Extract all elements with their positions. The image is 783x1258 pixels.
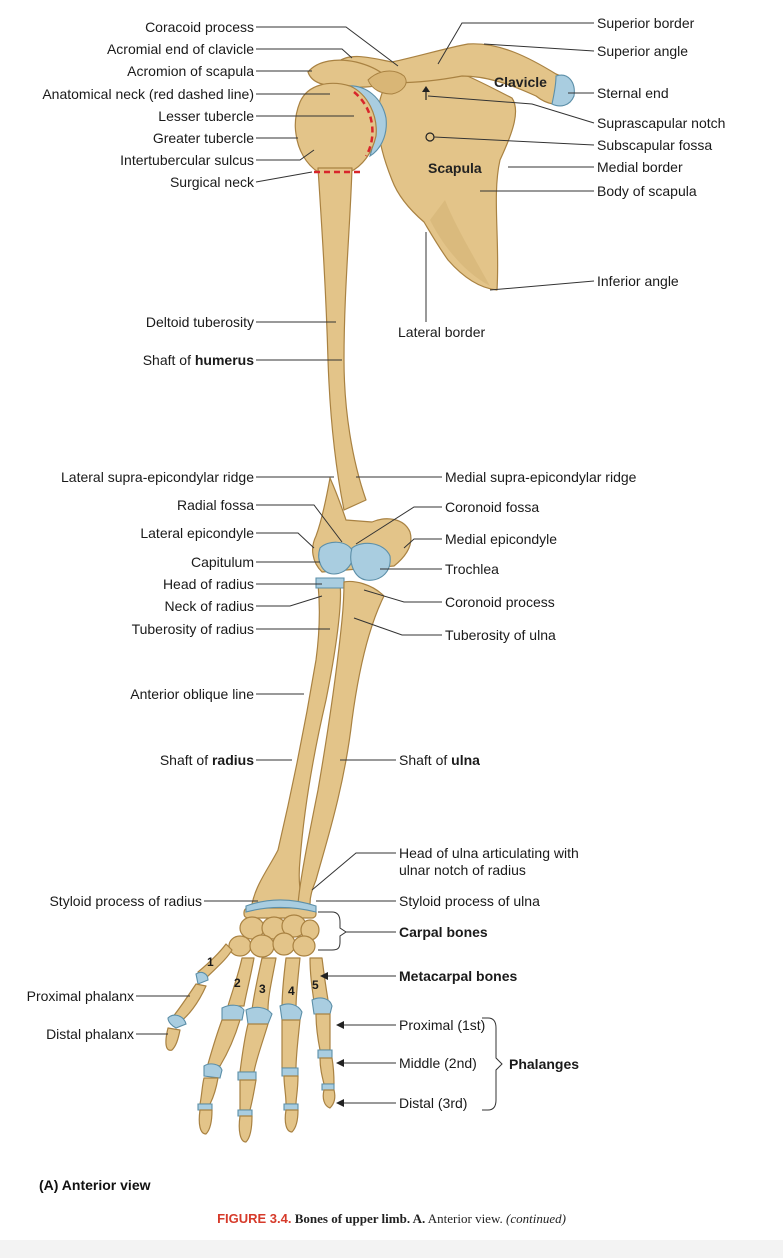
label-suprascapular-notch: Suprascapular notch [597,115,725,131]
label-head-radius: Head of radius [163,576,254,592]
digit-number-2: 2 [234,976,241,990]
label-body-scapula: Body of scapula [597,183,697,199]
label-lateral-supra-epicondylar: Lateral supra-epicondylar ridge [61,469,254,485]
label-greater-tubercle: Greater tubercle [153,130,254,146]
label-coronoid-fossa: Coronoid fossa [445,499,539,515]
caption-figure-number: FIGURE 3.4. [217,1211,292,1226]
label-surgical-neck: Surgical neck [170,174,255,190]
suprascapular-arrowhead [422,86,430,92]
label-phalanx-distal: Distal (3rd) [399,1095,467,1111]
carpal-group [228,899,320,958]
scapula-bone [377,62,517,291]
label-superior-angle: Superior angle [597,43,688,59]
label-phalanges: Phalanges [509,1056,579,1072]
anatomical-neck-line [353,91,374,157]
digit-3 [237,957,277,1143]
label-medial-border: Medial border [597,159,683,175]
scapula-shade [430,200,490,286]
label-phalanx-middle: Middle (2nd) [399,1055,477,1071]
label-acromial-end: Acromial end of clavicle [107,41,254,57]
label-head-ulna-line2: ulnar notch of radius [399,862,526,878]
clavicle-sternal-cartilage [551,74,575,107]
label-coracoid: Coracoid process [145,19,254,35]
metacarpal-arrowhead [320,972,328,980]
label-tuberosity-radius: Tuberosity of radius [132,621,254,637]
label-lesser-tubercle: Lesser tubercle [158,108,254,124]
digit-4 [279,957,303,1133]
digit-number-3: 3 [259,982,266,996]
page-footer-strip [0,1240,783,1258]
label-anatomical-neck: Anatomical neck (red dashed line) [42,86,254,102]
digit-2 [197,957,255,1135]
trochlea-cartilage [350,542,391,581]
label-shaft-radius: Shaft of radius [160,752,254,768]
label-coronoid-process: Coronoid process [445,594,555,610]
label-deltoid-tuberosity: Deltoid tuberosity [146,314,254,330]
label-trochlea: Trochlea [445,561,499,577]
view-title: (A) Anterior view [39,1177,151,1193]
label-proximal-phalanx: Proximal phalanx [27,988,134,1004]
caption-title: Bones of upper limb. A. [294,1211,426,1226]
scapula-title: Scapula [428,160,482,176]
radius-head-cartilage [315,577,345,589]
label-carpal-bones: Carpal bones [399,924,488,940]
caption-text: Anterior view. [425,1211,506,1226]
phalanges-brace [482,1017,503,1111]
label-metacarpal-bones: Metacarpal bones [399,968,517,984]
label-radial-fossa: Radial fossa [177,497,254,513]
label-lateral-border: Lateral border [398,324,486,340]
label-tuberosity-ulna: Tuberosity of ulna [445,627,556,643]
bone-illustration: Clavicle Scapula 1 2 3 4 5 [165,43,575,1143]
digit-number-5: 5 [312,978,319,992]
label-inferior-angle: Inferior angle [597,273,679,289]
humerus-shaft [317,167,367,511]
label-anterior-oblique: Anterior oblique line [130,686,254,702]
coracoid-bone [367,70,407,95]
clavicle-title: Clavicle [494,74,547,90]
caption-continued: (continued) [506,1211,566,1226]
label-lateral-epicondyle: Lateral epicondyle [140,525,254,541]
digit-number-4: 4 [288,984,295,998]
label-distal-phalanx: Distal phalanx [46,1026,134,1042]
label-intertubercular-sulcus: Intertubercular sulcus [120,152,254,168]
label-neck-radius: Neck of radius [165,598,254,614]
label-sternal-end: Sternal end [597,85,669,101]
humerus-head [294,82,377,173]
label-styloid-radius: Styloid process of radius [49,893,202,909]
digit-number-1: 1 [207,955,214,969]
label-styloid-ulna: Styloid process of ulna [399,893,540,909]
label-medial-epicondyle: Medial epicondyle [445,531,557,547]
label-superior-border: Superior border [597,15,695,31]
leader-lines [136,22,595,1035]
digit-1 [165,943,233,1051]
phalanx-dist-arrowhead [336,1099,344,1107]
label-shaft-ulna: Shaft of ulna [399,752,480,768]
label-head-ulna-line1: Head of ulna articulating with [399,845,579,861]
label-shaft-humerus: Shaft of humerus [143,352,254,368]
label-capitulum: Capitulum [191,554,254,570]
right-labels: Superior border Superior angle Sternal e… [398,15,725,1111]
digit-5 [309,957,336,1109]
carpal-brace [318,911,347,951]
label-medial-supra-epicondylar: Medial supra-epicondylar ridge [445,469,637,485]
label-phalanx-proximal: Proximal (1st) [399,1017,485,1033]
label-subscapular-fossa: Subscapular fossa [597,137,712,153]
digit-numbers: 1 2 3 4 5 [207,955,319,998]
figure-caption: FIGURE 3.4. Bones of upper limb. A. Ante… [0,1211,783,1227]
capitulum-cartilage [318,541,354,575]
label-acromion: Acromion of scapula [127,63,254,79]
left-labels: Coracoid process Acromial end of clavicl… [27,19,255,1042]
phalanx-prox-arrowhead [336,1021,344,1029]
phalanx-mid-arrowhead [336,1059,344,1067]
